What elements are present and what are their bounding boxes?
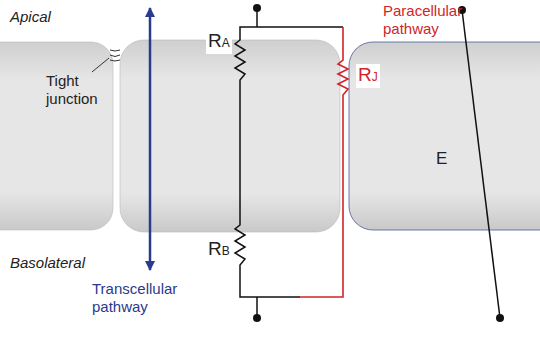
resistor-label: RB [206, 238, 232, 262]
transcellular-arrow [149, 8, 152, 270]
resistor-label: RA [206, 30, 232, 54]
pathway-label: Transcellular pathway [92, 280, 202, 316]
region-label: Apical [10, 8, 51, 26]
pathway-label: Paracellular pathway [383, 2, 483, 38]
epithelial-cell [0, 42, 113, 230]
region-label: Basolateral [10, 254, 85, 272]
paracellular-resistor [300, 27, 348, 297]
terminal-dot [253, 314, 261, 322]
part-label: Tight junction [46, 72, 110, 108]
circuit-wires [235, 8, 343, 318]
leader-line [92, 58, 109, 72]
potential-line [462, 10, 500, 318]
tight-junction [110, 50, 120, 61]
epithelial-cell [120, 40, 340, 232]
terminal-dot [496, 314, 504, 322]
resistor-label: RJ [356, 64, 380, 88]
terminal-dot [253, 4, 261, 12]
potential-label: E [436, 150, 447, 168]
epithelial-cell [349, 42, 540, 230]
